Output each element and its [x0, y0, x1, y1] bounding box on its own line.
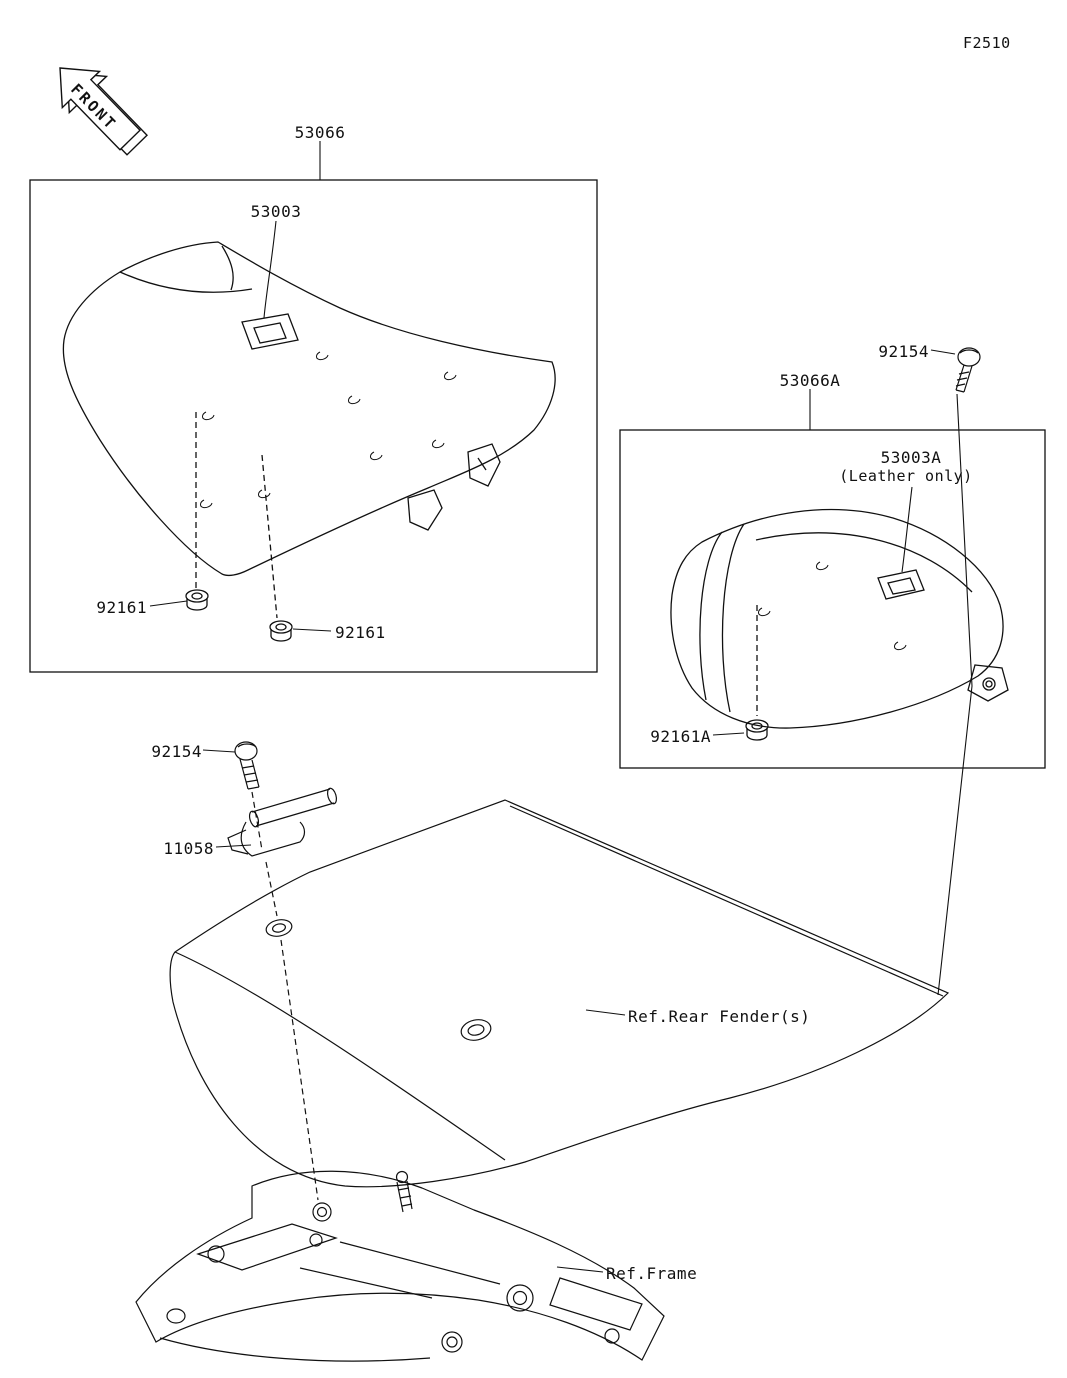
seat-detail-marks: [200, 351, 457, 509]
main-seat-box: [29, 179, 598, 673]
part-label-damper-left: 92161: [96, 598, 147, 617]
front-arrow-body: [59, 67, 141, 151]
part-label-main-strap: 53003: [250, 202, 302, 221]
part-label-bracket: 11058: [163, 839, 214, 858]
ref-label-frame: Ref.Frame: [606, 1264, 698, 1283]
rear-seat-drawing: [670, 508, 1009, 741]
part-label-rear-strap-note: (Leather only): [839, 467, 973, 485]
fender-hole-rear: [460, 1019, 492, 1041]
screw-mid-drawing: [234, 741, 260, 790]
part-label-rear-damper: 92161A: [650, 727, 711, 746]
ref-label-rear-fender: Ref.Rear Fender(s): [628, 1007, 811, 1026]
main-seat-drawing: [62, 241, 556, 642]
fender-dashed-line: [280, 939, 319, 1201]
damper-left-drawing: [185, 589, 209, 611]
damper-right-drawing: [269, 620, 293, 642]
part-label-main-seat: 53066: [294, 123, 346, 142]
part-label-damper-right: 92161: [335, 623, 386, 642]
part-label-screw-top: 92154: [878, 342, 929, 361]
rear-seat-strap-drawing: [877, 569, 925, 600]
rear-fender-drawing: [169, 799, 950, 1201]
rear-seat-box: [619, 429, 1046, 769]
screw-top-drawing: [955, 347, 981, 393]
front-arrow: FRONT: [59, 67, 148, 156]
seat-mount-hooks: [407, 443, 501, 531]
bracket-dashed-lines: [251, 791, 278, 917]
part-label-rear-strap: 53003A: [880, 448, 942, 467]
rear-seat-detail-marks: [758, 561, 907, 651]
screw-to-fender-leader: [937, 393, 973, 996]
frame-stud-bolt: [395, 1170, 413, 1213]
leader-lines: [149, 141, 973, 1273]
fender-hole-front: [265, 919, 293, 937]
front-arrow-shadow: [66, 72, 148, 156]
frame-drawing: [135, 1170, 665, 1362]
seat-strap-drawing: [241, 313, 299, 350]
rear-seat-tab: [967, 664, 1009, 702]
page-code: F2510: [963, 34, 1011, 52]
part-label-screw-mid: 92154: [151, 742, 202, 761]
rear-damper-drawing: [745, 719, 769, 741]
part-label-rear-seat: 53066A: [779, 371, 841, 390]
seat-dashed-lines: [195, 412, 278, 619]
bracket-drawing: [227, 787, 338, 917]
